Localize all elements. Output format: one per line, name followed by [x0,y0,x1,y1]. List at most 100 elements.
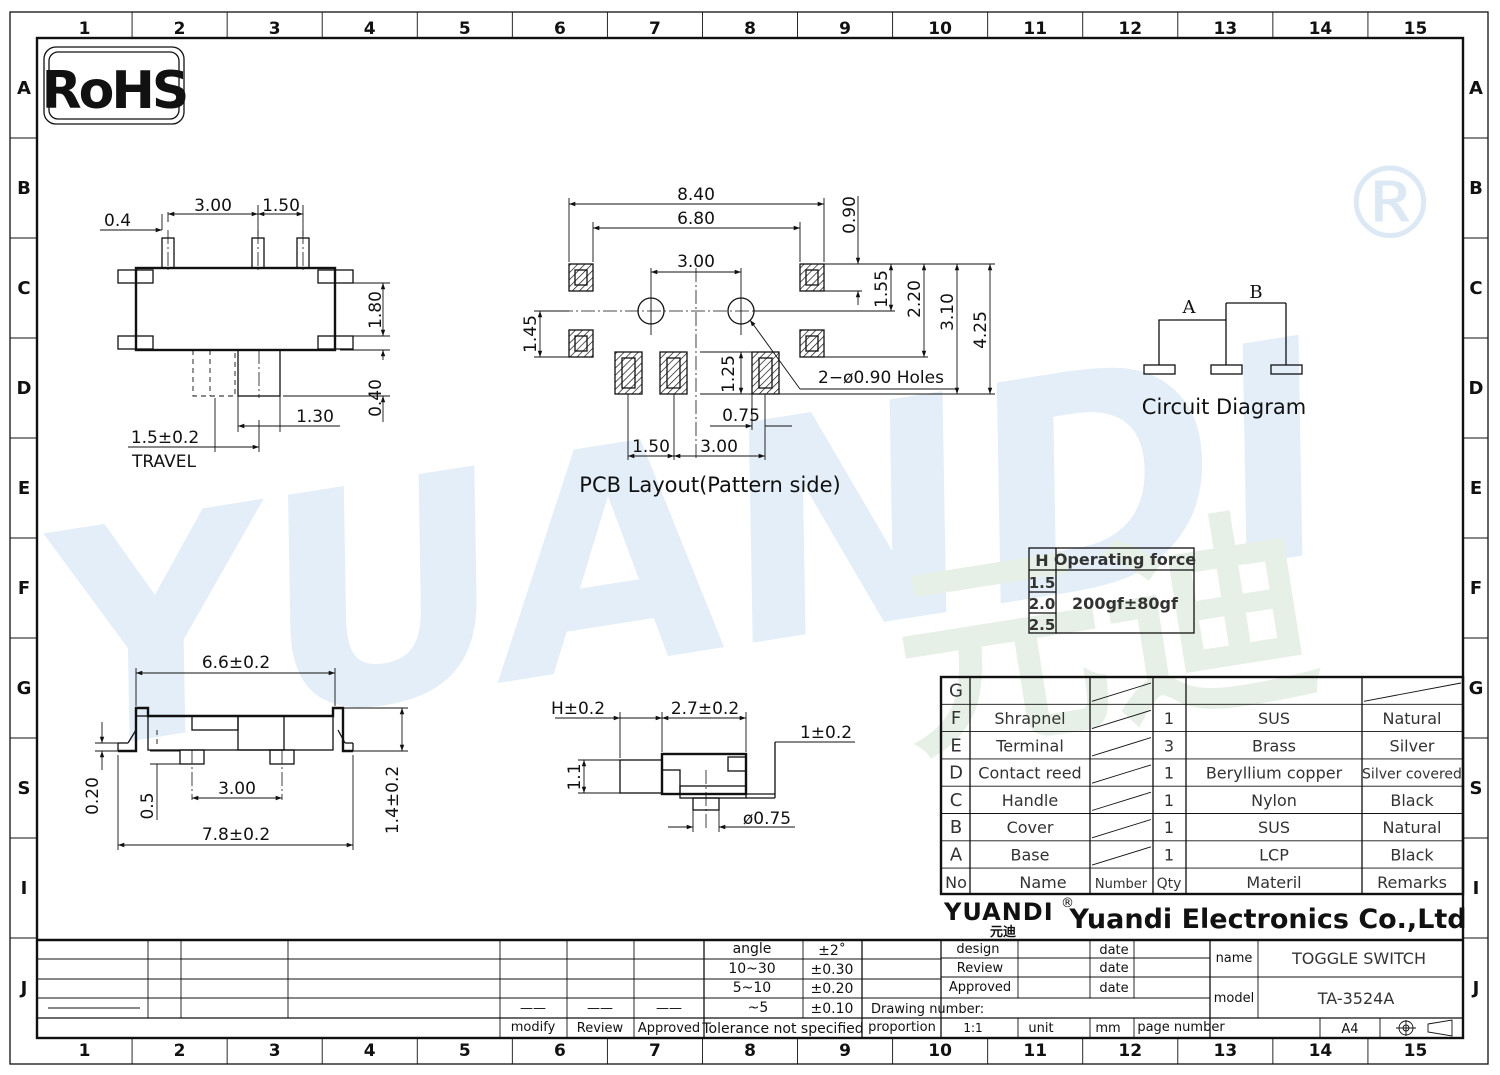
bom-row-code: C [950,790,963,811]
dim-handle-height: H±0.2 [551,699,605,719]
bom-row-name: Contact reed [978,764,1081,783]
tb-range-2: 5~10 [733,980,771,996]
dim-overall-width: 8.40 [677,185,715,205]
rohs-text: RoHS [42,61,187,121]
grid-col-top-9: 9 [839,19,851,39]
grid-col-bottom-8: 8 [744,1041,756,1061]
bom-row-remark: Silver [1390,736,1435,755]
force-value: 200gf±80gf [1072,594,1179,613]
tb-drawing-number: Drawing number: [871,1002,984,1017]
dim-handle-length: 0.40 [366,379,386,417]
dim-body-height: 1.80 [366,291,386,329]
dim-pin-pitch-b: 1.50 [262,196,300,216]
dim-hole-pitch: 3.00 [677,252,715,272]
tb-range-3-tol: ±0.10 [811,1001,854,1017]
tb-date-2: date [1099,961,1128,976]
grid-row-right-2: C [1469,278,1482,299]
dim-top-offset: 0.90 [840,196,860,234]
bom-header-name: Name [1019,873,1066,892]
dim-v145: 1.45 [521,315,541,353]
force-height-2: 2.0 [1029,595,1056,613]
dim-pin-pitch: 3.00 [218,779,256,799]
pcb-layout: 8.40 6.80 3.00 0.90 1.55 2.20 3.10 4.25 … [521,185,995,497]
grid-col-bottom-10: 10 [928,1041,952,1061]
grid-row-right-1: B [1469,178,1483,199]
bom-row-qty: 3 [1164,736,1174,755]
bom-row-code: A [950,844,963,865]
force-header: Operating force [1054,550,1196,569]
grid-col-bottom-3: 3 [269,1041,281,1061]
force-header-h: H [1035,551,1048,570]
grid-row-left-4: E [18,478,30,499]
pcb-layout-title: PCB Layout(Pattern side) [579,473,840,497]
dim-v310: 3.10 [938,293,958,331]
bom-row-remark: Natural [1382,709,1441,728]
dim-base-width: 7.8±0.2 [202,825,270,845]
grid-zone-marks: 1122334455667788991010111112121313141415… [10,12,1488,1064]
grid-row-left-3: D [17,378,32,399]
bom-row-material: Brass [1252,736,1296,755]
tb-proportion: proportion [868,1020,936,1035]
bom-row-code: D [949,763,963,784]
grid-col-bottom-4: 4 [364,1041,376,1061]
tb-sig-review: —— [587,1001,613,1016]
dim-travel: 1.5±0.2 [131,428,199,448]
grid-col-top-10: 10 [928,19,952,39]
grid-row-right-7: S [1470,778,1483,799]
dim-pin-pitch-a: 3.00 [194,196,232,216]
dim-body-width: 2.7±0.2 [671,699,739,719]
grid-col-bottom-15: 15 [1404,1041,1428,1061]
bom-header-qty: Qty [1157,876,1182,892]
tb-range-1: 10~30 [728,961,775,977]
dim-pad-pitch-a: 1.50 [632,437,670,457]
bom-row-code: G [949,681,963,702]
grid-col-bottom-7: 7 [649,1041,661,1061]
tb-approved: Approved [638,1021,700,1036]
tb-date-3: date [1099,981,1128,996]
grid-col-top-1: 1 [79,19,91,39]
grid-col-bottom-9: 9 [839,1041,851,1061]
dim-inner-width: 6.80 [677,209,715,229]
tb-design: design [956,942,999,957]
grid-col-bottom-13: 13 [1213,1041,1237,1061]
grid-col-top-11: 11 [1023,19,1047,39]
top-view: 0.4 3.00 1.50 1.80 0.40 1.30 1.5±0.2 TRA… [100,196,390,472]
bom-row-qty: 1 [1164,764,1174,783]
bom-row-material: LCP [1259,845,1289,864]
tb-name-label: name [1216,951,1253,966]
tb-range-1-tol: ±0.30 [811,962,854,978]
grid-row-left-2: C [17,278,30,299]
circuit-diagram: A B Circuit Diagram [1142,282,1306,419]
grid-row-right-4: E [1470,478,1482,499]
bom-row-material: SUS [1258,709,1290,728]
company-logo-reg: ® [1061,896,1074,911]
tb-angle: angle [733,941,772,957]
title-block: angle ±2˚ 10~30 ±0.30 5~10 ±0.20 ~5 ±0.1… [36,938,1464,1039]
force-height-1: 1.5 [1029,574,1056,592]
bom-row-remark: Black [1390,845,1434,864]
circuit-title: Circuit Diagram [1142,395,1306,419]
grid-col-top-2: 2 [174,19,186,39]
dim-top-width: 6.6±0.2 [202,653,270,673]
tb-scale: 1:1 [963,1021,982,1035]
bom-row-remark: Black [1390,791,1434,810]
grid-row-left-9: J [19,978,28,999]
holes-note: 2−ø0.90 Holes [818,368,944,388]
company-logo-cjk: 元迪 [990,924,1016,940]
tb-range-2-tol: ±0.20 [811,981,854,997]
dim-handle-width: 1.30 [296,407,334,427]
grid-row-left-7: S [18,778,31,799]
grid-row-left-6: G [17,678,32,699]
tb-model-label: model [1214,991,1254,1006]
bom-row-material: Beryllium copper [1206,764,1343,783]
grid-col-top-12: 12 [1118,19,1142,39]
grid-col-bottom-5: 5 [459,1041,471,1061]
bom-row-name: Terminal [995,736,1064,755]
projection-symbol-icon [1396,1019,1453,1037]
tb-tolerance-note: Tolerance not specified [701,1021,863,1037]
grid-col-bottom-2: 2 [174,1041,186,1061]
bom-row-material: Nylon [1251,791,1297,810]
grid-col-top-6: 6 [554,19,566,39]
